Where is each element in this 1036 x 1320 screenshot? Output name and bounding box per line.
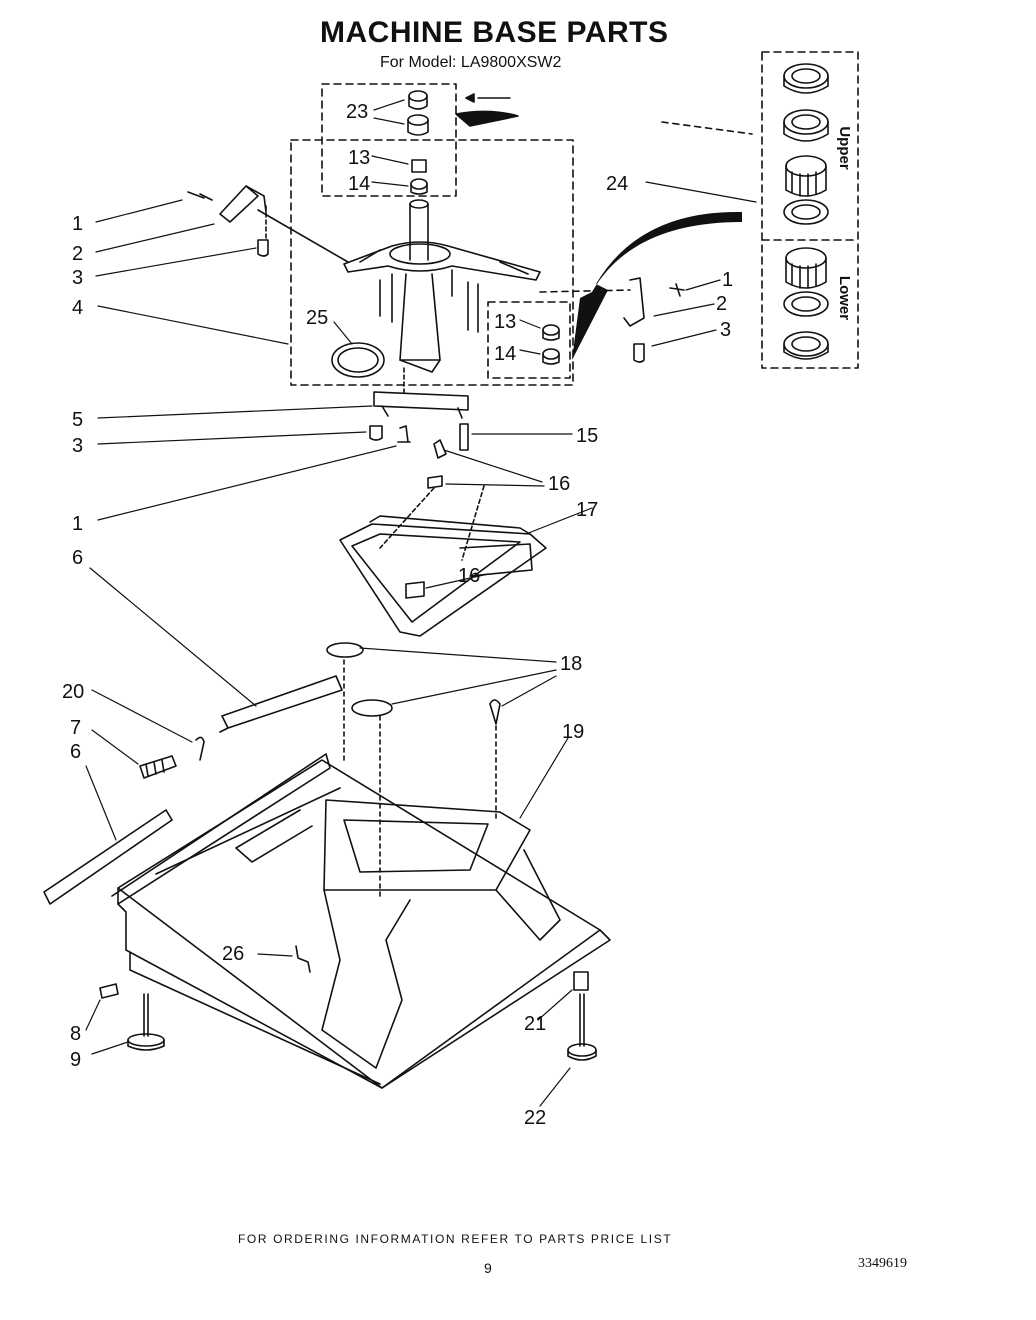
- frame-part-17: [339, 475, 547, 637]
- callout-label: 6: [72, 547, 83, 569]
- washers-part-18: [326, 642, 501, 901]
- callout-label: 2: [72, 243, 83, 265]
- callout-label: 26: [222, 943, 244, 965]
- inset-label-lower: Lower: [836, 276, 853, 320]
- callout-label: 21: [524, 1013, 546, 1035]
- top-bearing-group-outline: [290, 83, 574, 386]
- inset-label-upper: Upper: [836, 126, 853, 170]
- callout-label: 22: [524, 1107, 546, 1129]
- curved-pointer-arrow: [572, 211, 742, 360]
- document-number: 3349619: [858, 1256, 907, 1271]
- lower-bearing-parts: [783, 247, 829, 360]
- right-13-14-parts: [542, 324, 560, 365]
- lower-bracket-part-5: [369, 367, 469, 459]
- callout-label: 5: [72, 409, 83, 431]
- leveling-feet-parts: [99, 945, 597, 1061]
- bearing-stack-parts: [407, 90, 429, 195]
- callout-label: 13: [348, 147, 370, 169]
- callout-label: 1: [72, 513, 83, 535]
- side-rail-parts: [43, 675, 343, 905]
- page-title: MACHINE BASE PARTS: [320, 16, 669, 49]
- callout-label: 20: [62, 681, 84, 703]
- callout-numbers: 1 2 3 4 5 3 1 6 20 7 6 8 9 23 13 14 25 1…: [62, 101, 733, 1129]
- callout-label: 14: [494, 343, 516, 365]
- callout-label: 9: [70, 1049, 81, 1071]
- callout-label: 3: [72, 267, 83, 289]
- callout-label: 3: [720, 319, 731, 341]
- base-casting-assembly: [343, 199, 541, 373]
- upper-bearing-parts: [783, 63, 829, 225]
- callout-label: 16: [458, 565, 480, 587]
- left-bracket-parts: [187, 185, 349, 263]
- callout-label: 3: [72, 435, 83, 457]
- callout-label: 24: [606, 173, 628, 195]
- model-subtitle: For Model: LA9800XSW2: [380, 54, 562, 71]
- callout-label: 2: [716, 293, 727, 315]
- callout-label: 7: [70, 717, 81, 739]
- callout-label: 15: [576, 425, 598, 447]
- callout-label: 1: [722, 269, 733, 291]
- callout-label: 6: [70, 741, 81, 763]
- callout-leader-lines: [85, 99, 757, 1107]
- callout-label: 25: [306, 307, 328, 329]
- callout-label: 8: [70, 1023, 81, 1045]
- callout-label: 1: [72, 213, 83, 235]
- callout-label: 17: [576, 499, 598, 521]
- dash-to-inset: [661, 121, 753, 135]
- callout-label: 16: [548, 473, 570, 495]
- bearing-inset-box: Upper Lower: [761, 51, 859, 369]
- right-bracket-parts: [539, 277, 685, 363]
- callout-label: 19: [562, 721, 584, 743]
- seal-ring: [331, 342, 385, 378]
- direction-arrow-upper: [455, 110, 519, 127]
- ordering-info-note: FOR ORDERING INFORMATION REFER TO PARTS …: [238, 1232, 673, 1246]
- machine-base-frame-part-19: [111, 753, 611, 1089]
- callout-label: 23: [346, 101, 368, 123]
- callout-label: 14: [348, 173, 370, 195]
- direction-arrow-small: [465, 93, 511, 103]
- page-number: 9: [484, 1260, 492, 1276]
- callout-label: 13: [494, 311, 516, 333]
- callout-label: 4: [72, 297, 83, 319]
- callout-label: 18: [560, 653, 582, 675]
